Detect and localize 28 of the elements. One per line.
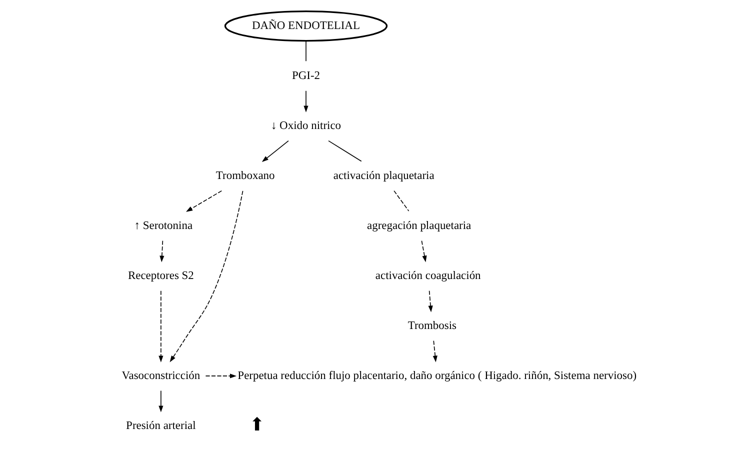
arrow [185, 190, 222, 212]
arrow [432, 340, 437, 362]
arrow [158, 290, 163, 362]
connector [305, 40, 306, 62]
arrow [169, 190, 243, 362]
node-text: agregación plaquetaria [366, 220, 471, 232]
connector [328, 140, 362, 162]
arrow [158, 390, 163, 412]
arrow [204, 374, 236, 378]
label: ⬆ [248, 414, 264, 435]
node-text: Receptores S2 [127, 270, 194, 282]
arrow [428, 290, 432, 312]
node-text: Tromboxano [215, 170, 274, 182]
node-text: ↓ Oxido nitrico [270, 120, 341, 132]
arrow [303, 90, 308, 112]
connector [393, 190, 409, 212]
arrow [159, 240, 164, 262]
node-text: Vasoconstricción [121, 370, 200, 382]
node-ellipse: DAÑO ENDOTELIAL [224, 10, 388, 42]
node-text: ↑ Serotonina [134, 220, 192, 232]
arrow [261, 140, 288, 162]
node-text: PGI-2 [291, 70, 320, 82]
node-text: activación coagulación [374, 270, 480, 282]
node-text: activación plaquetaria [332, 170, 434, 182]
node-text: Perpetua reducción flujo placentario, daño orgánico ( Higado. riñón, Sistema nervioso) [237, 370, 636, 382]
arrow [420, 240, 426, 262]
node-text: Presión arterial [126, 420, 196, 432]
node-text: Trombosis [407, 320, 456, 332]
